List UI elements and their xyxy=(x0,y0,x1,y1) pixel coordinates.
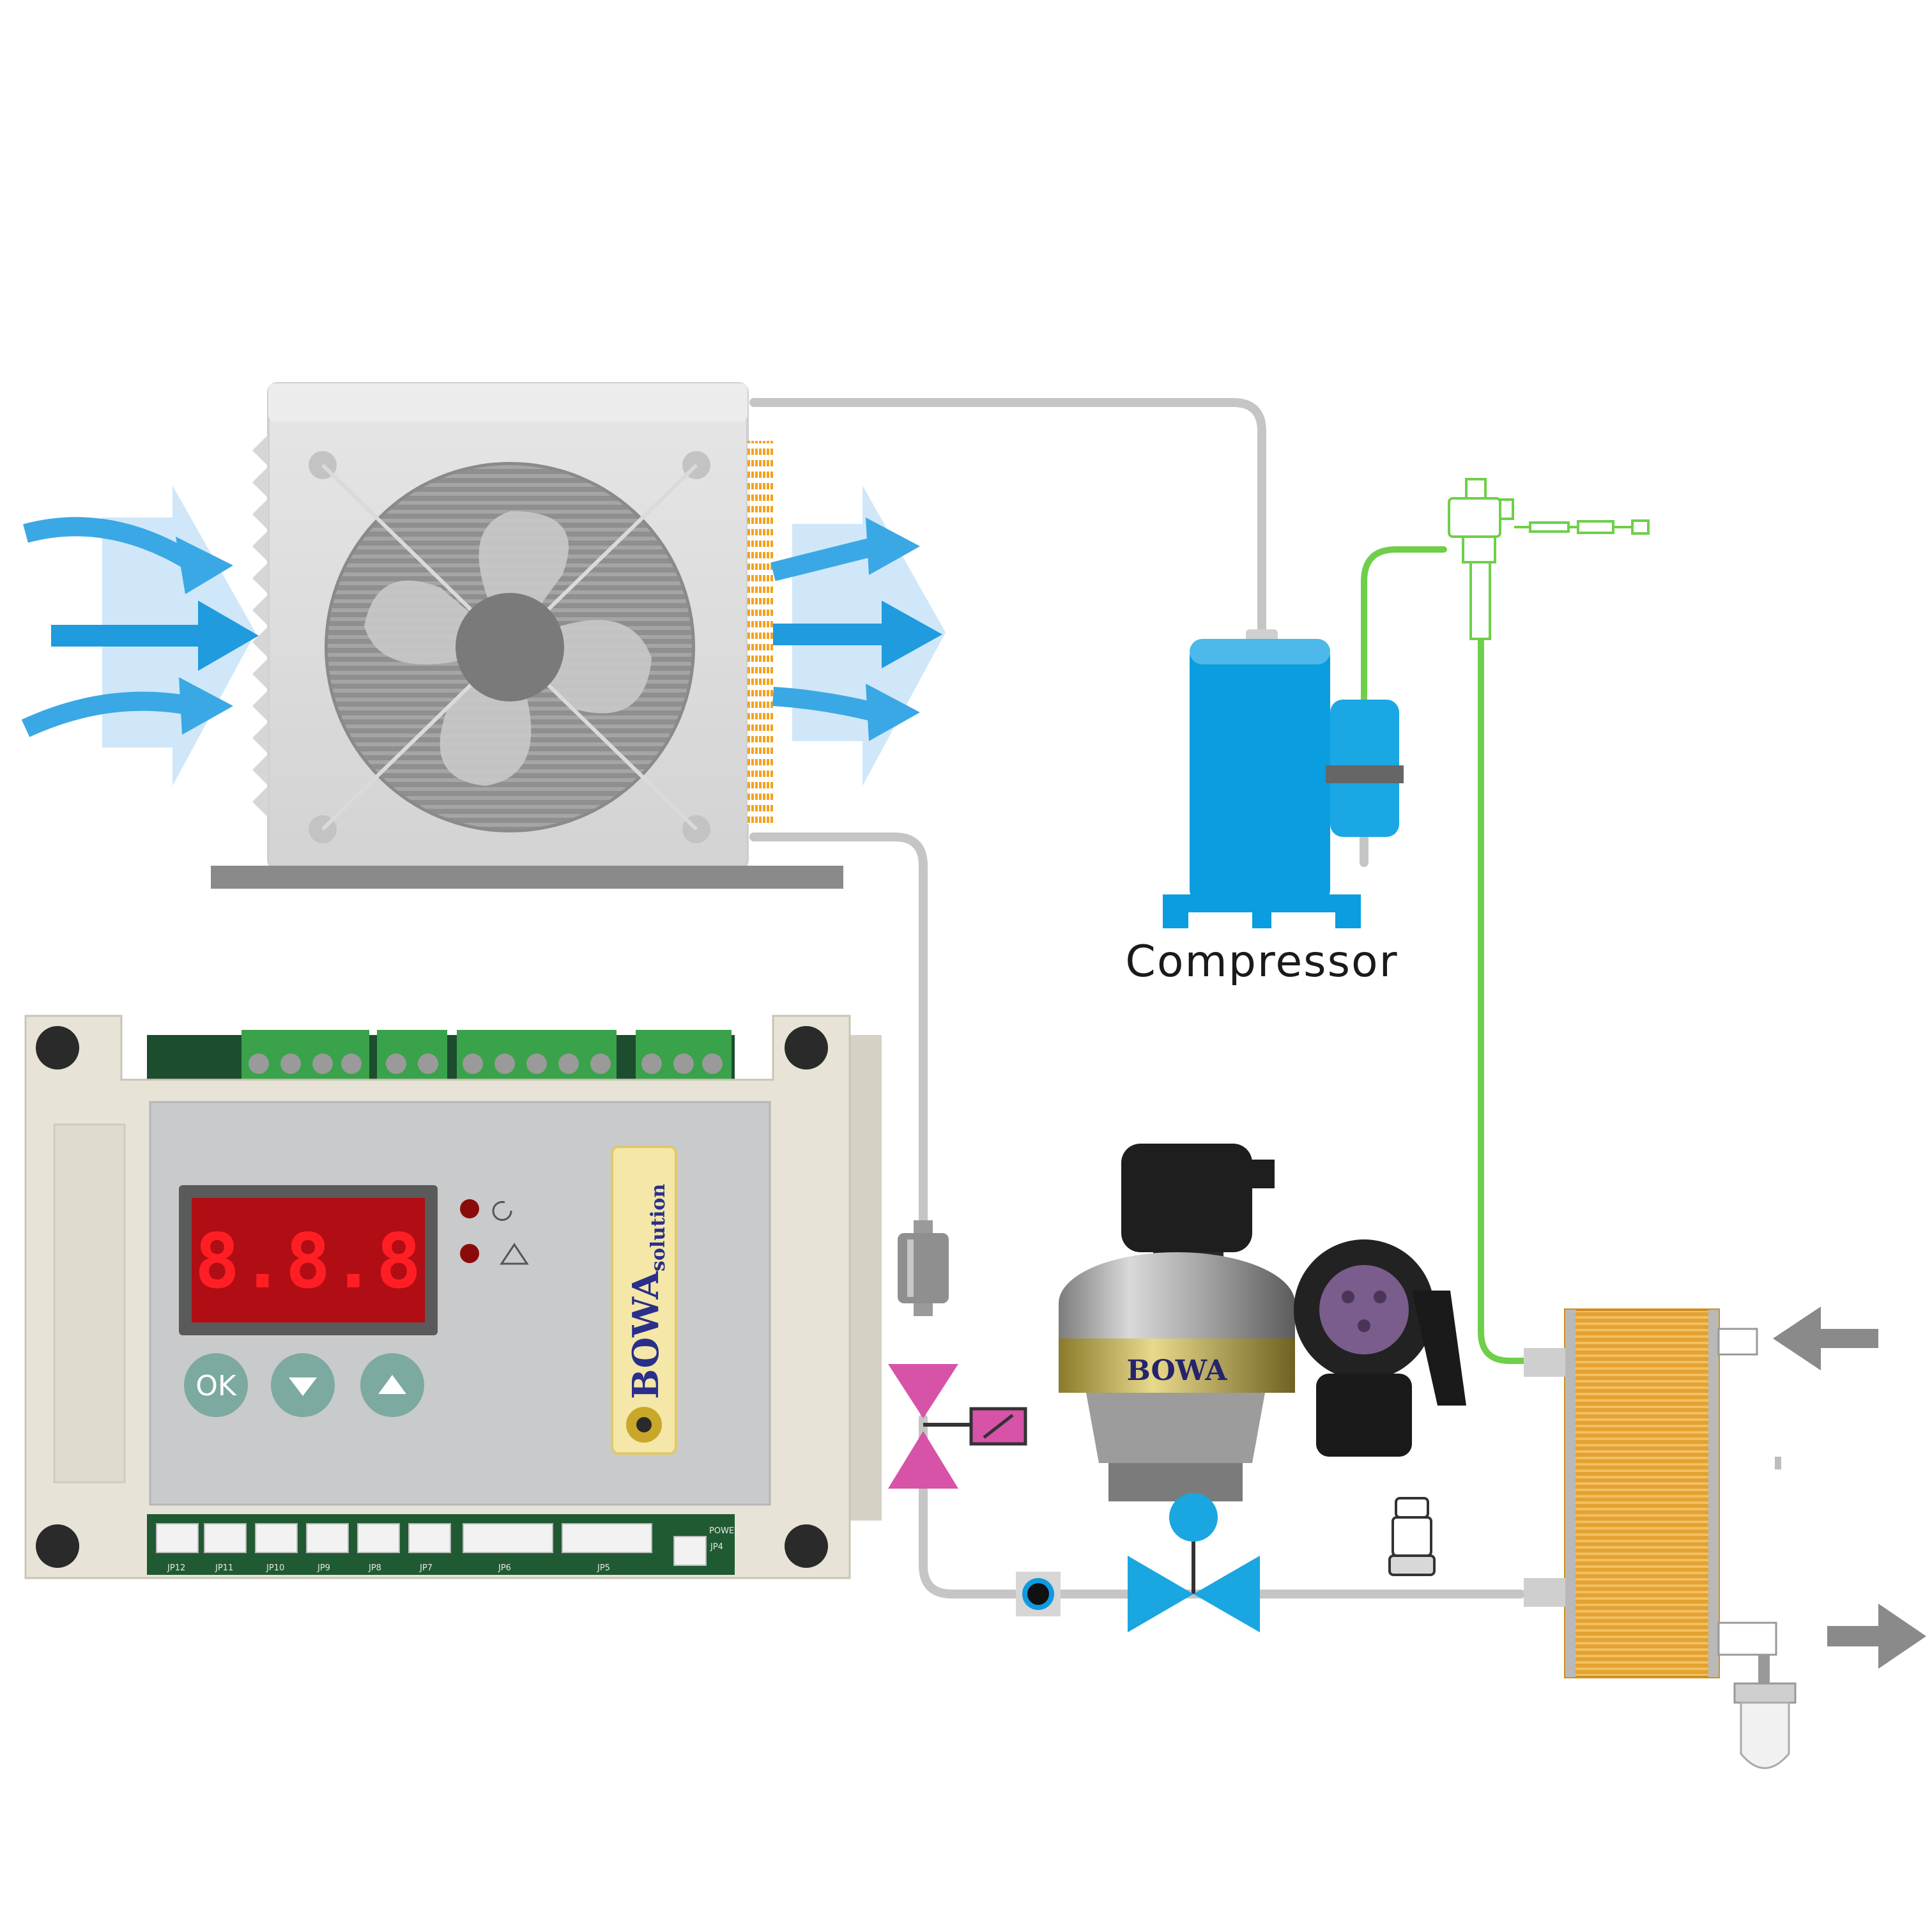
water-in-arrow xyxy=(1773,1307,1878,1370)
cycle-icon xyxy=(492,1200,512,1221)
sight-glass-icon xyxy=(1016,1572,1061,1616)
up-button[interactable] xyxy=(360,1353,424,1417)
sensor-brand-name: BOWA xyxy=(1126,1354,1227,1387)
warning-icon xyxy=(500,1243,529,1265)
liquid-line-lower xyxy=(919,1414,1525,1598)
access-valve-icon xyxy=(1388,1497,1436,1576)
triangle-down-icon xyxy=(289,1377,317,1396)
status-led-2 xyxy=(460,1244,479,1263)
ok-button[interactable]: OK xyxy=(184,1353,248,1417)
motorized-valve-icon xyxy=(1128,1493,1260,1632)
connector-label-7: JP6 xyxy=(498,1563,511,1573)
status-led-1 xyxy=(460,1199,479,1218)
ok-button-label: OK xyxy=(195,1370,237,1402)
filter-drier-icon xyxy=(898,1220,949,1316)
water-out-arrow xyxy=(1827,1604,1926,1669)
connector-label-3: JP10 xyxy=(266,1563,284,1573)
thermostatic-expansion-valve-icon xyxy=(1448,478,1650,640)
refrigerant-piping xyxy=(749,398,1525,1598)
drain-bulb-icon xyxy=(1733,1655,1797,1769)
air-inflow-arrows xyxy=(21,486,259,786)
connector-label-2: JP11 xyxy=(215,1563,233,1573)
connector-label-6: JP7 xyxy=(419,1563,433,1573)
down-button[interactable] xyxy=(271,1353,335,1417)
brand-label: BOWA solution xyxy=(611,1146,677,1455)
suction-line xyxy=(1361,546,1537,1364)
plate-heat-exchanger-icon xyxy=(1524,1307,1926,1769)
connector-label-4: JP9 xyxy=(317,1563,330,1573)
compressor-icon: Compressor xyxy=(1125,629,1404,987)
condenser-fan-icon xyxy=(21,382,946,889)
compressor-label: Compressor xyxy=(1125,937,1398,987)
air-outflow-arrows xyxy=(770,486,946,786)
controller-unit: 8.8.8 OK BOWA solution xyxy=(24,1015,882,1579)
connector-strip: JP12 JP11 JP10 JP9 JP8 JP7 JP6 JP5 POWER… xyxy=(147,1514,740,1575)
terminal-blocks xyxy=(147,1030,735,1081)
triangle-up-icon xyxy=(378,1375,406,1394)
discharge-line xyxy=(749,398,1266,643)
connector-label-jp4: JP4 xyxy=(710,1542,723,1552)
pressure-sensor-image: BOWA xyxy=(1059,1144,1466,1501)
connector-label-8: JP5 xyxy=(597,1563,610,1573)
solenoid-valve-icon xyxy=(888,1364,1027,1489)
display-readout: 8.8.8 xyxy=(194,1217,421,1305)
connector-label-1: JP12 xyxy=(167,1563,185,1573)
liquid-line-upper xyxy=(749,832,928,1231)
connector-label-5: JP8 xyxy=(368,1563,381,1573)
brand-name: BOWA xyxy=(625,1271,667,1399)
brand-sub: solution xyxy=(647,1184,670,1271)
connector-label-power: POWER xyxy=(709,1526,740,1536)
